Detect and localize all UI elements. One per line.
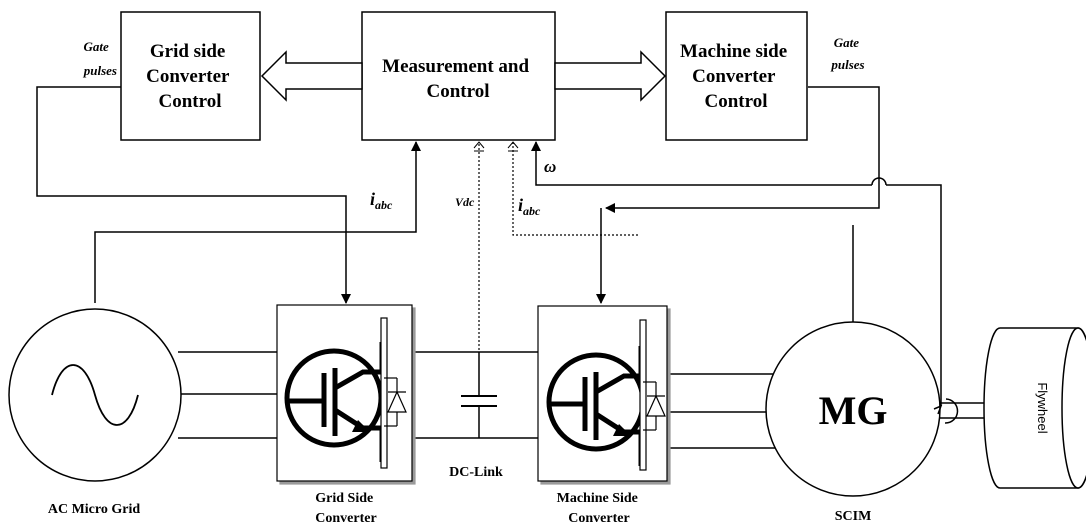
iabc-right-label: iabc [518,195,541,218]
machine-side-converter [537,305,668,482]
grid-side-converter [276,304,413,482]
ac-micro-grid-label: AC Micro Grid [48,502,140,517]
gate-pulses-right-label: Gate pulses [830,35,864,72]
flywheel-label: Flywheel [1035,382,1050,433]
omega-wire-end [531,141,872,186]
iabc-right-dotted-wire [512,142,638,236]
hollow-arrow-to-grid-control [260,50,363,102]
iabc-left-label: iabc [370,189,393,212]
power-lines [178,351,990,449]
gate-pulses-left-label: Gate pulses [83,39,117,78]
gate-pulses-right-wire [605,86,880,213]
dc-link-capacitor [461,395,497,407]
svg-text:Measurement and Control: Measurement and Control [382,56,534,102]
diode-icon [380,317,407,469]
grid-side-converter-control-block: Grid side Converter Control [120,11,261,141]
machine-side-converter-control-block: Machine side Converter Control [665,11,808,141]
shaft-coupling [933,398,959,424]
mg-label: MG [819,388,888,433]
scim-label: SCIM [835,509,872,524]
measurement-and-control-block: Measurement and Control [361,11,556,141]
omega-label: ω [544,157,556,176]
sine-wave-icon [51,364,139,426]
omega-crossover-hop [871,177,887,186]
svg-text:Machine side Converter: Machine side Converter Control [680,41,792,112]
scim-machine: MG [765,321,941,497]
hollow-arrow-to-machine-control [554,50,667,102]
omega-wire [886,184,942,406]
vdc-label: Vdc [455,195,475,209]
ac-micro-grid-source [8,308,182,482]
svg-text:Grid side Converter: Grid side Converter Control [146,41,234,112]
iabc-left-wire [94,141,421,303]
dc-link-label: DC-Link [449,465,503,480]
grid-side-converter-label: Grid Side Converter [315,491,376,526]
machine-side-converter-label: Machine Side Converter [557,491,642,526]
diode-icon [639,319,666,471]
flywheel: Flywheel [983,327,1086,489]
